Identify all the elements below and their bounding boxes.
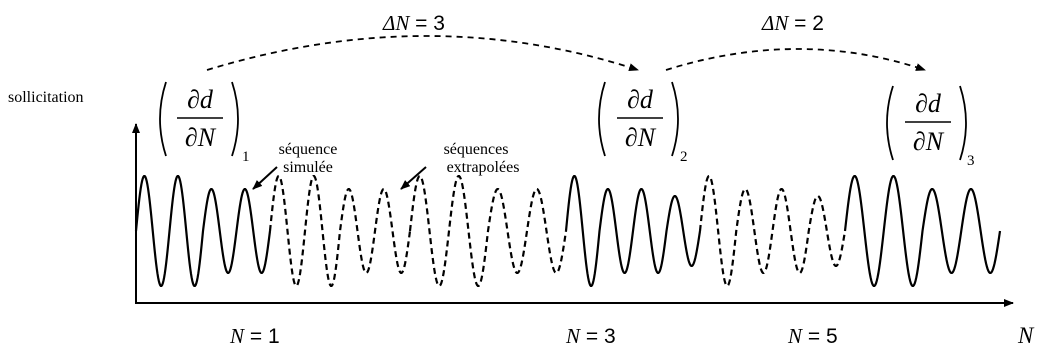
load-waveform	[134, 175, 1002, 287]
svg-text:∂N: ∂N	[185, 123, 217, 152]
delta-label-2: ΔN = 2	[761, 11, 824, 35]
svg-text:∂N: ∂N	[625, 123, 657, 152]
simulated-sequence-label-line1: séquence	[279, 141, 338, 158]
delta-label-1: ΔN = 3	[382, 11, 445, 35]
extrapolated-sequences-label-line1: séquences	[444, 141, 509, 158]
svg-text:∂N: ∂N	[913, 127, 945, 156]
svg-text:2: 2	[680, 149, 688, 165]
simulated-sequence-4	[564, 175, 702, 287]
extrapolated-sequence-3	[408, 175, 568, 287]
extrapolated-sequence-5	[698, 175, 847, 287]
extrapolated-sequence-2	[268, 175, 412, 287]
x-axis-label: N	[1017, 323, 1035, 348]
svg-text:3: 3	[967, 153, 975, 169]
simulated-sequence-label-line2: simulée	[283, 159, 333, 176]
svg-text:1: 1	[242, 149, 250, 165]
n3-label: N = 3	[565, 324, 616, 348]
derivative-1: ∂d ∂N 1	[159, 81, 250, 165]
derivative-2: ∂d ∂N 2	[598, 81, 688, 165]
jump-arrow-2	[665, 48, 926, 71]
simulated-sequence-6	[843, 175, 1002, 287]
svg-text:∂d: ∂d	[187, 85, 214, 114]
jump-arrow-1	[206, 35, 639, 72]
extrapolated-sequences-arrow	[400, 166, 427, 190]
y-axis-label: sollicitation	[8, 89, 84, 106]
simulated-sequence-arrow	[252, 166, 278, 190]
n1-label: N = 1	[229, 324, 280, 348]
simulated-sequence-1	[134, 175, 272, 287]
extrapolated-sequences-label-line2: extrapolées	[447, 159, 520, 176]
svg-text:∂d: ∂d	[915, 89, 942, 118]
svg-text:∂d: ∂d	[627, 85, 654, 114]
n5-label: N = 5	[787, 324, 838, 348]
derivative-3: ∂d ∂N 3	[886, 85, 975, 169]
